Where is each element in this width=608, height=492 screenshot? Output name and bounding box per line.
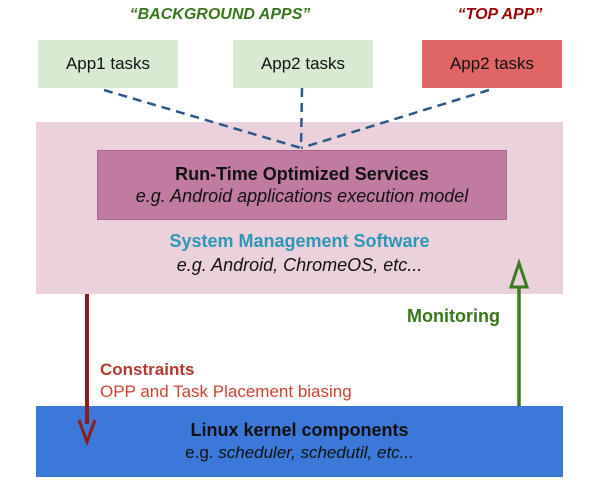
- top-app-label: “TOP APP”: [457, 6, 543, 23]
- app1-tasks-label: App1 tasks: [65, 54, 151, 73]
- system-management-title: System Management Software: [169, 231, 430, 251]
- constraints-label: Constraints: [100, 360, 195, 379]
- kernel-subtitle-prefix: e.g.: [185, 443, 219, 462]
- system-management-subtitle: e.g. Android, ChromeOS, etc...: [176, 255, 423, 275]
- background-apps-label: “BACKGROUND APPS”: [129, 6, 311, 23]
- app2-tasks-box: App2 tasks: [233, 40, 373, 88]
- app2-tasks-label: App2 tasks: [260, 54, 346, 73]
- runtime-services-box: Run-Time Optimized Services e.g. Android…: [97, 150, 507, 220]
- monitoring-label: Monitoring: [407, 306, 500, 326]
- runtime-services-subtitle: e.g. Android applications execution mode…: [135, 186, 469, 206]
- top-app-tasks-box: App2 tasks: [422, 40, 562, 88]
- linux-kernel-box: Linux kernel components e.g. scheduler, …: [36, 406, 563, 477]
- linux-kernel-title: Linux kernel components: [190, 420, 409, 440]
- linux-kernel-subtitle: e.g. scheduler, schedutil, etc...: [185, 442, 414, 464]
- top-app-tasks-label: App2 tasks: [449, 54, 535, 73]
- runtime-services-title: Run-Time Optimized Services: [175, 164, 429, 184]
- constraints-sublabel: OPP and Task Placement biasing: [100, 382, 352, 401]
- kernel-subtitle-examples: scheduler, schedutil, etc...: [218, 443, 414, 462]
- app1-tasks-box: App1 tasks: [38, 40, 178, 88]
